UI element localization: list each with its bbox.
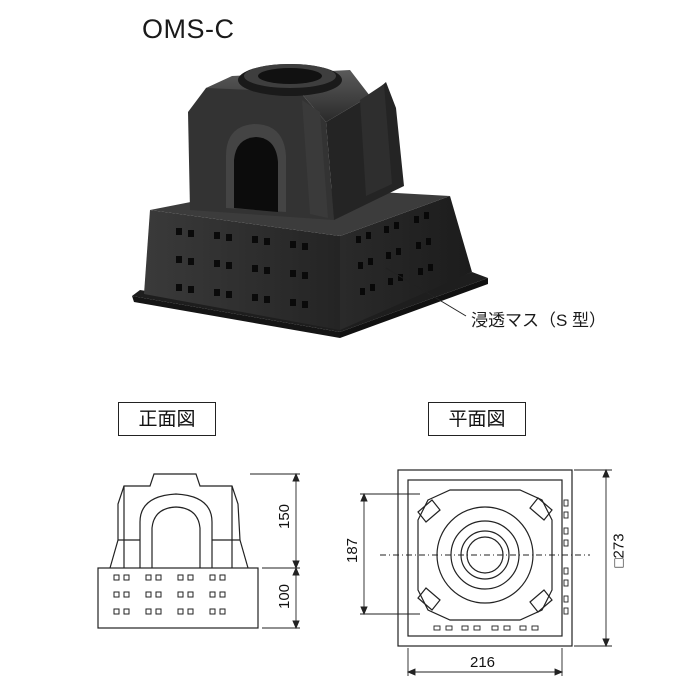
callout-leader: [385, 267, 467, 317]
lower-box-right-face: [340, 196, 472, 330]
front-view-dimensions: [250, 472, 300, 630]
dim-outer-size: □273: [610, 533, 628, 568]
dim-inner-depth: 187: [344, 537, 362, 564]
perforations-right: [356, 212, 433, 295]
front-view-perforations: [113, 574, 226, 615]
front-view-label: 正面図: [118, 402, 216, 436]
upper-chamber: [188, 64, 404, 220]
perforations-left: [176, 228, 308, 308]
plan-view-label: 平面図: [428, 402, 526, 436]
dim-inner-width: 216: [470, 654, 496, 671]
plan-view-dimensions: [360, 468, 612, 676]
plan-view-perforations: [433, 499, 569, 631]
callout-label: 浸透マス（S 型）: [471, 311, 607, 330]
model-title: OMS-C: [142, 14, 235, 44]
